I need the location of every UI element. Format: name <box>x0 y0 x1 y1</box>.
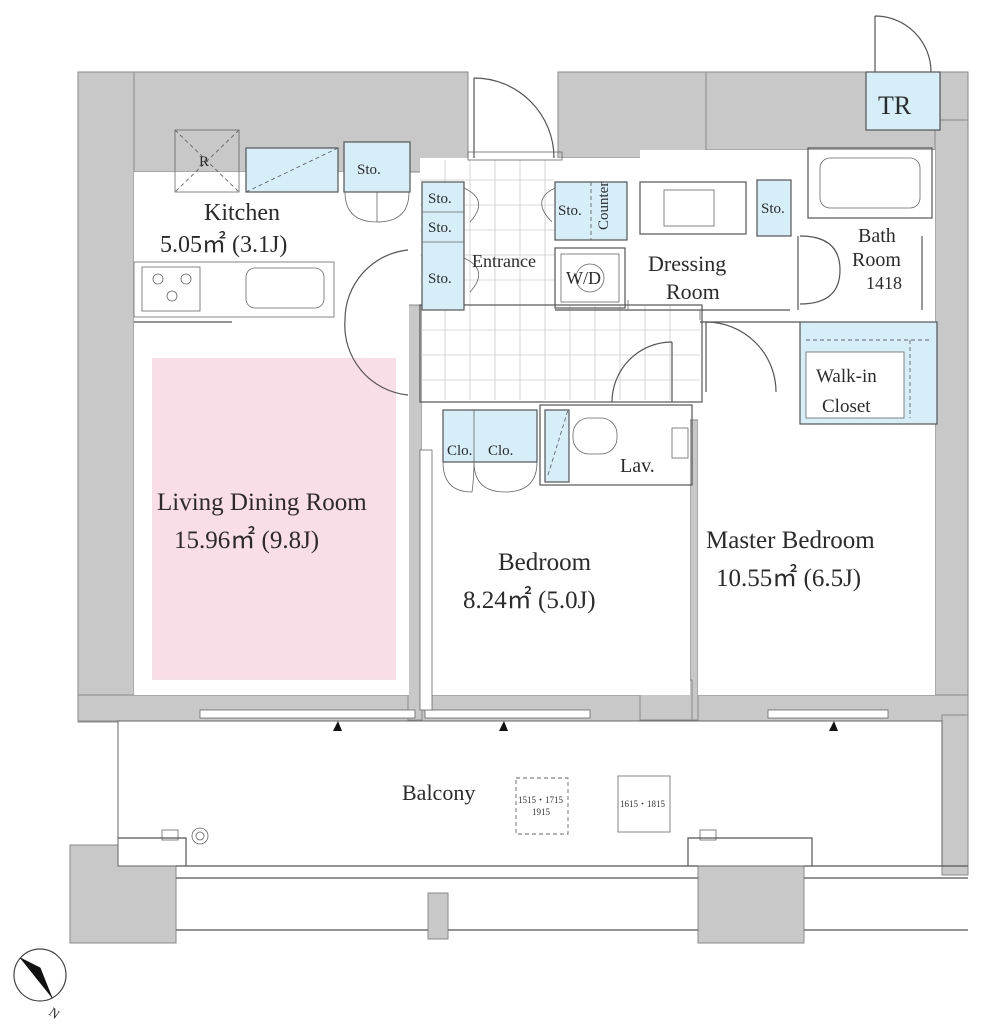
bath-name-2: Room <box>852 249 901 271</box>
ac-size-2: 1615・1815 <box>620 799 666 809</box>
bedroom-name: Bedroom <box>498 549 592 576</box>
room-labels: Kitchen 5.05㎡ (3.1J) Entrance W/D Dressi… <box>157 200 902 805</box>
storage-label-4: Sto. <box>558 203 582 219</box>
master-area: 10.55㎡ (6.5J) <box>716 564 861 592</box>
storage-label-dressing: Sto. <box>761 201 785 217</box>
refrigerator-label: R <box>199 154 209 170</box>
master-name: Master Bedroom <box>706 527 875 554</box>
tr-box: TR <box>865 15 941 131</box>
windows <box>199 449 889 731</box>
dressing-name-1: Dressing <box>648 251 726 276</box>
kitchen-name: Kitchen <box>204 200 280 226</box>
entrance-door <box>467 77 563 161</box>
ldk-area: 15.96㎡ (9.8J) <box>174 526 319 554</box>
closet-label-1: Clo. <box>447 443 472 459</box>
dressing-name-2: Room <box>666 279 720 304</box>
compass-needle-icon <box>20 958 52 998</box>
entrance-storage: Sto. Sto. Sto. Sto. Counter <box>421 181 628 311</box>
compass: N <box>13 948 67 1022</box>
walk-in-closet <box>700 321 938 425</box>
compass-north-label: N <box>46 1004 63 1022</box>
tr-label: TR <box>878 91 912 120</box>
storage-label-1: Sto. <box>428 191 452 207</box>
bath-room <box>797 147 933 310</box>
balcony-name: Balcony <box>402 780 475 805</box>
storage-label-kitchen: Sto. <box>357 162 381 178</box>
ldk-highlight <box>152 358 396 680</box>
walkin-name-2: Closet <box>822 396 871 417</box>
washer-label: W/D <box>566 268 601 288</box>
bedroom-area: 8.24㎡ (5.0J) <box>463 586 596 614</box>
dressing-room: Sto. <box>554 179 792 320</box>
bath-size: 1418 <box>866 273 902 293</box>
kitchen: R Sto. <box>133 129 411 323</box>
counter-label: Counter <box>596 182 612 230</box>
bedroom-closets: Clo. Clo. <box>442 409 538 493</box>
ac-size-1b: 1915 <box>532 807 551 817</box>
ldk-name: Living Dining Room <box>157 489 367 516</box>
closet-label-2: Clo. <box>488 443 513 459</box>
entrance-name: Entrance <box>472 251 536 271</box>
storage-label-3: Sto. <box>428 271 452 287</box>
lav-name: Lav. <box>620 455 655 477</box>
walkin-name-1: Walk-in <box>816 366 877 387</box>
balcony-details: 1515・1715 1915 1615・1815 <box>118 775 968 931</box>
lavatory <box>539 341 693 486</box>
ac-size-1a: 1515・1715 <box>518 795 564 805</box>
ldk-door <box>344 249 409 396</box>
kitchen-area: 5.05㎡ (3.1J) <box>160 231 287 258</box>
bath-name-1: Bath <box>858 225 896 247</box>
storage-label-2: Sto. <box>428 220 452 236</box>
